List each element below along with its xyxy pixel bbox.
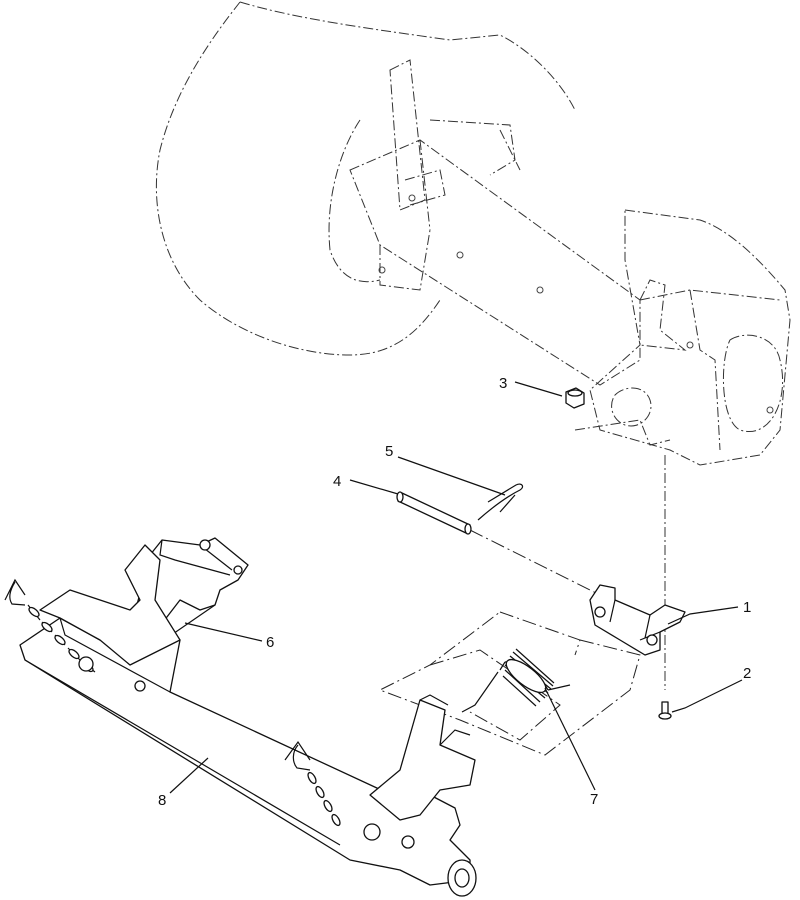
callout-6: 6 [266, 634, 274, 651]
leader-1 [667, 606, 739, 625]
leader-lines [169, 381, 743, 794]
callout-5: 5 [385, 443, 393, 460]
leader-8 [169, 757, 209, 794]
leader-7 [544, 687, 596, 791]
leader-3 [514, 381, 563, 397]
callout-1: 1 [743, 599, 751, 616]
part-4-pin [396, 491, 472, 535]
callout-3: 3 [499, 375, 507, 392]
assembly-lines [378, 529, 641, 756]
callout-7: 7 [590, 791, 598, 808]
part-5-hairpin [477, 483, 524, 521]
part-1-pivot-bracket [589, 584, 686, 656]
part-2-bolt [658, 701, 672, 720]
leader-4 [349, 479, 399, 495]
part-3-nut [565, 387, 585, 409]
phantom-mount-bracket [574, 419, 671, 446]
leader-5 [397, 456, 506, 496]
leader-2 [671, 679, 743, 713]
part-8-lift-arm [4, 544, 477, 897]
phantom-tire [155, 1, 576, 356]
callout-4: 4 [333, 473, 341, 490]
callout-8: 8 [158, 792, 166, 809]
leader-6 [184, 622, 263, 642]
phantom-front-axle-housing [589, 209, 791, 466]
callout-labels: 1 2 3 4 5 6 7 8 [158, 375, 751, 809]
part-7-spring [461, 648, 571, 713]
phantom-main-beam [349, 139, 641, 386]
callout-2: 2 [743, 665, 751, 682]
phantom-frame [155, 1, 791, 690]
